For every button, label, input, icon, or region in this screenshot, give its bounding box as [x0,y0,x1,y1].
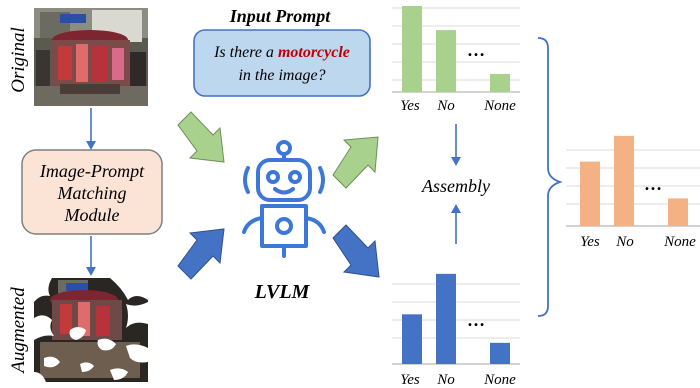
prompt-keyword: motorcycle [278,44,350,61]
matching-module-line1: Image-Prompt [39,161,145,181]
assembled-tick-label-none: None [663,234,696,250]
assembled-bar-yes [580,161,600,226]
assembled-bar-none [668,198,688,226]
input-prompt-title: Input Prompt [229,6,332,26]
augmented-bar-no [436,273,456,364]
robot-icon [242,140,326,258]
original-ellipsis: … [467,40,485,60]
augmented-ellipsis: … [467,310,485,330]
arrow-original-to-lvlm [177,111,225,163]
prompt-box [193,29,371,97]
original-tick-label-none: None [483,98,516,114]
original-bar-none [490,73,510,92]
matching-module-line2: Matching [57,183,127,203]
augmented-bar-yes [402,314,422,364]
flow-arrow-module-to-augmented [86,236,96,276]
augmented-tick-label-yes: Yes [400,372,420,388]
assembled-bar-no [614,135,634,226]
assembled-distribution-chart: Yes No None … [566,135,700,250]
original-distribution-chart: Yes No None … [392,6,520,114]
augmented-tick-label-no: No [436,372,455,388]
original-image [34,8,148,106]
original-label: Original [8,27,29,92]
prompt-line1: Is there a motorcycle [213,44,350,61]
assembled-tick-label-no: No [615,234,634,250]
prompt-line1-text: Is there a [213,44,278,61]
combine-brace [537,37,563,317]
augmented-label: Augmented [8,287,29,375]
augmented-distribution-chart: Yes No None … [392,273,520,388]
assembly-arrow-down [451,124,461,166]
prompt-line2: in the image? [238,67,325,84]
original-bar-yes [402,6,422,92]
original-tick-label-no: No [436,98,455,114]
model-label: LVLM [254,281,311,303]
augmented-bar-none [490,342,510,364]
matching-module-box [21,149,163,235]
arrow-lvlm-to-augmented-dist [332,224,380,278]
assembly-arrow-up [451,204,461,244]
flow-arrow-original-to-module [86,108,96,150]
original-bar-no [436,30,456,92]
arrow-lvlm-to-original-dist [332,136,379,189]
arrow-augmented-to-lvlm [177,228,225,280]
original-tick-label-yes: Yes [400,98,420,114]
matching-module-line3: Module [64,205,120,225]
assembled-ellipsis: … [644,174,662,194]
assembly-label: Assembly [421,176,490,196]
augmented-image [34,278,148,382]
augmented-tick-label-none: None [483,372,516,388]
assembled-tick-label-yes: Yes [580,234,600,250]
